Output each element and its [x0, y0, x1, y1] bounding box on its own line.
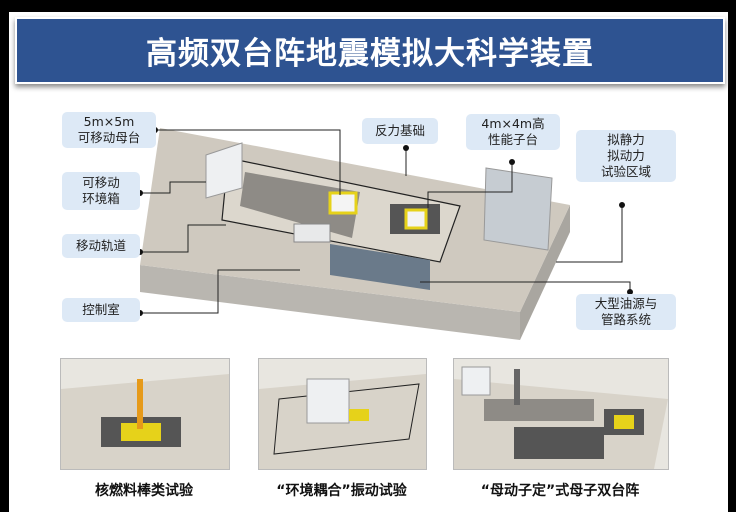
mother-table [328, 191, 358, 215]
thumbnail-dual-table-array [453, 358, 669, 470]
label-sub-table: 4m×4m高性能子台 [466, 114, 560, 150]
label-line: 试验区域 [600, 164, 651, 179]
label-quasi-static: 拟静力拟动力试验区域 [576, 130, 676, 182]
caption-fuel-rod: 核燃料棒类试验 [95, 483, 193, 499]
label-oil-source: 大型油源与管路系统 [576, 294, 676, 330]
label-line: 性能子台 [487, 132, 538, 147]
label-line: 拟静力 [607, 132, 645, 147]
rail-trench [240, 172, 360, 238]
caption-env-coupling: “环境耦合”振动试验 [276, 483, 407, 499]
label-line: 环境箱 [82, 191, 120, 206]
label-line: 拟动力 [607, 148, 645, 163]
environment-box [205, 142, 243, 199]
control-room [293, 223, 331, 243]
thumbnail-fuel-rod-test [60, 358, 230, 470]
label-line: 大型油源与 [594, 296, 658, 311]
thumbnail-env-coupling-test [258, 358, 427, 470]
label-line: 管路系统 [600, 312, 651, 327]
label-line: 4m×4m高 [481, 116, 545, 131]
label-env-box: 可移动环境箱 [62, 172, 140, 210]
sub-table [404, 208, 428, 230]
label-rail: 移动轨道 [62, 234, 140, 258]
label-reaction-base: 反力基础 [362, 118, 438, 144]
page-title: 高频双台阵地震模拟大科学装置 [146, 36, 594, 72]
label-control-room: 控制室 [62, 298, 140, 322]
label-line: 可移动 [82, 175, 120, 190]
slab-front-face [140, 265, 520, 340]
slab-side-face [520, 205, 570, 340]
title-banner: 高频双台阵地震模拟大科学装置 [15, 17, 725, 84]
label-line: 5m×5m [83, 114, 135, 129]
label-line: 可移动母台 [77, 130, 141, 145]
oil-source-pit [330, 244, 430, 290]
caption-dual-table: “母动子定”式母子双台阵 [480, 483, 640, 499]
reaction-wall [483, 167, 553, 251]
